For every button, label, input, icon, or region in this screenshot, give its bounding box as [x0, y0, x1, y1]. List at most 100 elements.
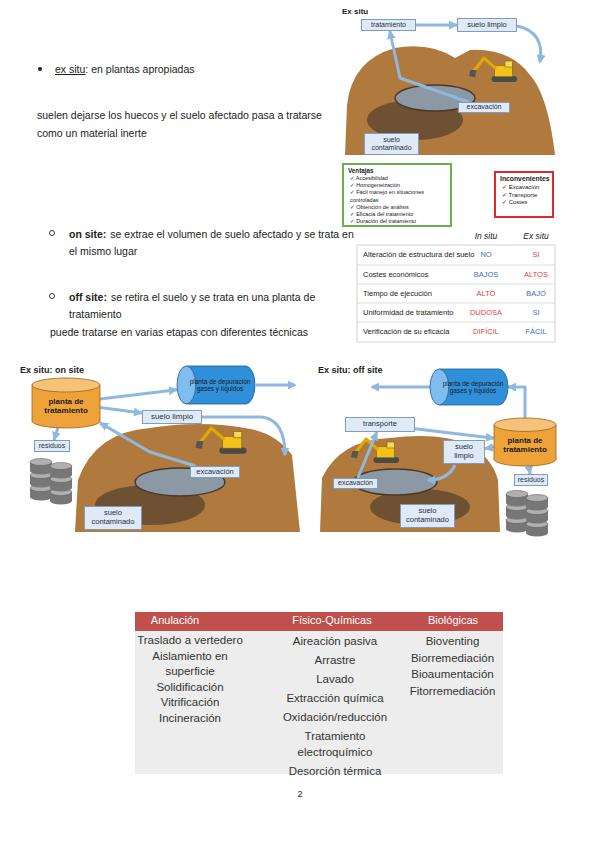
- soil: [320, 436, 500, 532]
- flow-connector: [416, 24, 457, 27]
- node-label-group: planta de depuración gases y líquidos: [177, 378, 255, 393]
- database-stack: [50, 463, 72, 505]
- cylinder-node: planta de tratamiento: [32, 378, 100, 428]
- table-frame: [357, 245, 555, 342]
- cylinder-side: [556, 425, 557, 460]
- flow-arrow: [256, 384, 295, 387]
- table-cell: Bioventing: [426, 633, 480, 649]
- node-text: planta de tratamiento: [497, 436, 553, 454]
- bullet: [38, 67, 42, 71]
- database-stack: [30, 459, 52, 501]
- node-text: planta de depuración gases y líquidos: [442, 380, 504, 395]
- flow-connector: [529, 466, 530, 474]
- node-text: excavación: [196, 468, 234, 477]
- text-label: ALTO: [462, 289, 510, 298]
- node-text: suelo limpio: [151, 412, 193, 421]
- text-line: off site:se retira el suelo y se trata e…: [69, 289, 354, 323]
- bullet: [50, 231, 55, 236]
- node-text: suelo contaminado: [403, 507, 452, 524]
- table-cell: Tratamiento electroquímico: [270, 728, 400, 760]
- process-box: suelo contaminado: [84, 506, 142, 530]
- node-text: ✓ Duración del tratamiento: [348, 218, 446, 225]
- text-label: Ex situ: [512, 231, 560, 241]
- process-box: suelo limpio: [443, 440, 485, 464]
- flow-connector: [100, 390, 177, 399]
- cylinder-top: [430, 369, 449, 405]
- cylinder-top: [494, 418, 556, 431]
- cylinder-node: planta de depuración gases y líquidos: [177, 366, 255, 404]
- database-stack: [506, 491, 528, 533]
- process-box: excavación: [333, 478, 378, 489]
- table-rule: [357, 303, 555, 304]
- excavator: [469, 58, 517, 82]
- body-text: se extrae el volumen de suelo afectado y…: [69, 228, 354, 257]
- node-label-group: planta de tratamiento: [494, 430, 556, 454]
- text-label: ALTOS: [512, 270, 560, 279]
- node-text: ✓ Homogeneización: [348, 182, 446, 189]
- cylinder-node: planta de depuración gases y líquidos: [430, 369, 508, 405]
- process-box: suelo contaminado: [400, 504, 455, 528]
- cylinder-top: [177, 366, 196, 404]
- text-line: ex situ: en plantas apropiadas: [55, 62, 335, 76]
- text-label: In situ: [462, 231, 510, 241]
- flow-connector: [100, 407, 142, 413]
- cylinder-side: [186, 404, 245, 405]
- node-text: Ventajas: [348, 167, 446, 175]
- text-label: NO: [462, 250, 510, 259]
- node-text: suelo contaminado: [87, 509, 139, 526]
- table-rule: [357, 322, 555, 323]
- process-box: suelo limpio: [457, 18, 517, 32]
- node-text: ✓ Accesibilidad: [348, 175, 446, 182]
- text-label: Costes económicos: [363, 270, 483, 279]
- text-label: 2: [290, 789, 310, 800]
- node-text: ✓ Transporte: [500, 192, 548, 200]
- table-rule: [357, 265, 555, 266]
- bullet: [50, 294, 55, 299]
- note-box: Inconvenientes✓ Excavación✓ Transporte✓ …: [494, 171, 554, 218]
- node-label-group: planta de tratamiento: [32, 391, 100, 415]
- text-line: on site:se extrae el volumen de suelo af…: [69, 226, 354, 260]
- node-text: ✓ Fácil manejo en situaciones controlada…: [348, 189, 446, 203]
- cylinder-side: [32, 385, 33, 421]
- table-cell: Fitorremediación: [410, 683, 496, 699]
- cylinder-side: [439, 369, 498, 370]
- soil: [75, 424, 300, 532]
- text-label: DUDOSA: [462, 308, 510, 317]
- node-text: transporte: [363, 420, 397, 429]
- flow-connector: [54, 428, 58, 440]
- table-cell: Incineración: [159, 711, 221, 727]
- flow-arrow: [372, 386, 430, 389]
- table-cell: Vitrificación: [161, 695, 220, 711]
- table-cell: Lavado: [316, 671, 354, 687]
- cylinder-node: planta de tratamiento: [494, 418, 556, 466]
- note-box: Ventajas✓ Accesibilidad✓ Homogeneización…: [342, 163, 452, 227]
- table-cell: Aislamiento en superficie: [130, 649, 250, 680]
- flow-connector: [508, 387, 525, 418]
- text-label: Anulación: [135, 614, 215, 627]
- process-box: transporte: [345, 417, 415, 432]
- process-box: suelo contaminado: [364, 133, 419, 155]
- node-text: ✓ Eficacia del tratamiento: [348, 211, 446, 218]
- table-cell: Bioaumentación: [411, 666, 493, 682]
- node-label-group: planta de depuración gases y líquidos: [430, 380, 508, 395]
- table-column: Traslado a vertederoAislamiento en super…: [130, 633, 250, 726]
- table-column: BioventingBiorremediaciónBioaumentaciónF…: [395, 633, 510, 699]
- cylinder-side: [494, 425, 495, 460]
- flow-connector: [100, 423, 196, 466]
- node-text: suelo limpio: [467, 21, 507, 30]
- table-cell: Oxidación/reducción: [283, 709, 387, 725]
- text-label: puede tratarse en varias etapas con dife…: [50, 326, 350, 339]
- node-text: planta de depuración gases y líquidos: [189, 378, 251, 393]
- body-text: on site:: [69, 228, 106, 240]
- flow-arrow: [428, 465, 455, 480]
- node-text: suelo contaminado: [367, 136, 416, 152]
- node-text: tratamiento: [371, 21, 406, 29]
- text-label: Verificación de su eficacia: [363, 327, 483, 336]
- text-label: DIFÍCIL: [462, 327, 510, 336]
- table-cell: Traslado a vertedero: [137, 633, 243, 649]
- flow-connector: [485, 447, 494, 448]
- text-label: BAJO: [512, 289, 560, 298]
- text-label: Tiempo de ejecución: [363, 289, 483, 298]
- table-header-band: [135, 612, 503, 631]
- process-box: suelo limpio: [142, 410, 202, 424]
